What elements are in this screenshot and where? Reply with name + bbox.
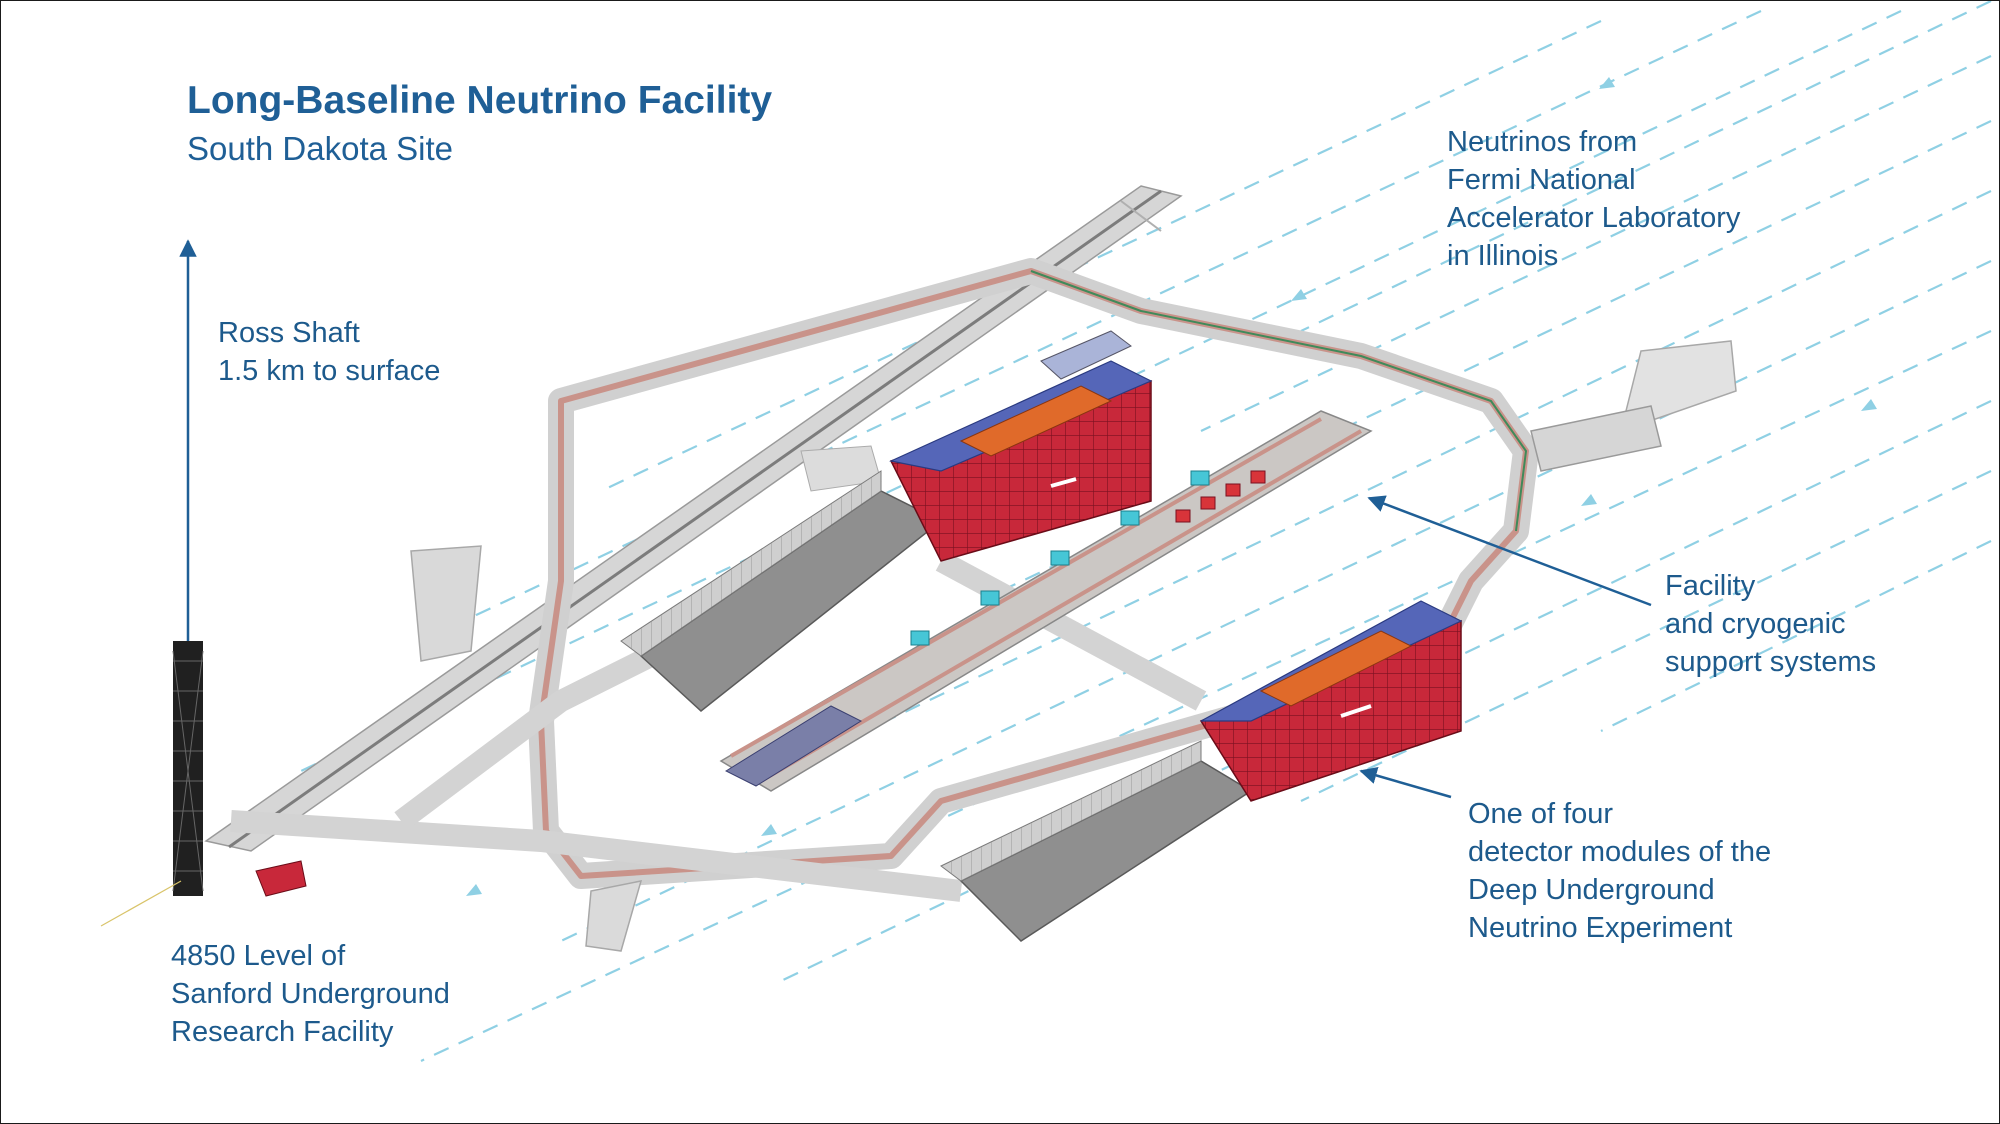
ross-shaft [100, 641, 204, 927]
detector-cavern-north [620, 330, 1153, 712]
level-label-line: Research Facility [171, 1016, 394, 1048]
facility-label-line: Facility [1665, 570, 1756, 602]
neutrinos-label-line: in Illinois [1447, 240, 1559, 272]
facility-pointer-arrow [1367, 495, 1652, 607]
underground-level-label: 4850 Level of Sanford Underground Resear… [171, 937, 450, 1051]
beam-arrow-marks [466, 77, 1877, 896]
detector-label-line: One of four [1468, 798, 1614, 830]
loop-drift [528, 258, 1539, 889]
neutrinos-label-line: Accelerator Laboratory [1447, 202, 1741, 234]
facility-label: Facility and cryogenic support systems [1665, 567, 1876, 681]
detector-label-line: detector modules of the [1468, 836, 1772, 868]
facility-label-line: support systems [1665, 646, 1877, 678]
shaft-station [255, 860, 307, 897]
access-drift [204, 185, 1183, 852]
neutrino-beam-lines [300, 1, 1992, 1062]
diagram-title: Long-Baseline Neutrino Facility [187, 79, 773, 122]
neutrinos-label-line: Neutrinos from [1447, 126, 1638, 158]
detector-cavern-south [940, 600, 1463, 942]
neutrinos-label: Neutrinos from Fermi National Accelerato… [1447, 123, 1740, 275]
ross-shaft-label-line: Ross Shaft [218, 317, 360, 349]
cryogenic-support-hall [719, 410, 1373, 792]
detector-label-line: Neutrino Experiment [1468, 912, 1733, 944]
level-label-line: Sanford Underground [171, 978, 450, 1010]
side-caverns [410, 340, 1737, 952]
facility-label-line: and cryogenic [1665, 608, 1846, 640]
ross-shaft-label-line: 1.5 km to surface [218, 355, 441, 387]
diagram-subtitle: South Dakota Site [187, 130, 453, 167]
detector-pointer-arrow [1359, 766, 1452, 799]
neutrinos-label-line: Fermi National [1447, 164, 1636, 196]
level-label-line: 4850 Level of [171, 940, 346, 972]
ross-shaft-label: Ross Shaft 1.5 km to surface [218, 314, 440, 390]
detector-module-label: One of four detector modules of the Deep… [1468, 795, 1771, 947]
detector-label-line: Deep Underground [1468, 874, 1715, 906]
